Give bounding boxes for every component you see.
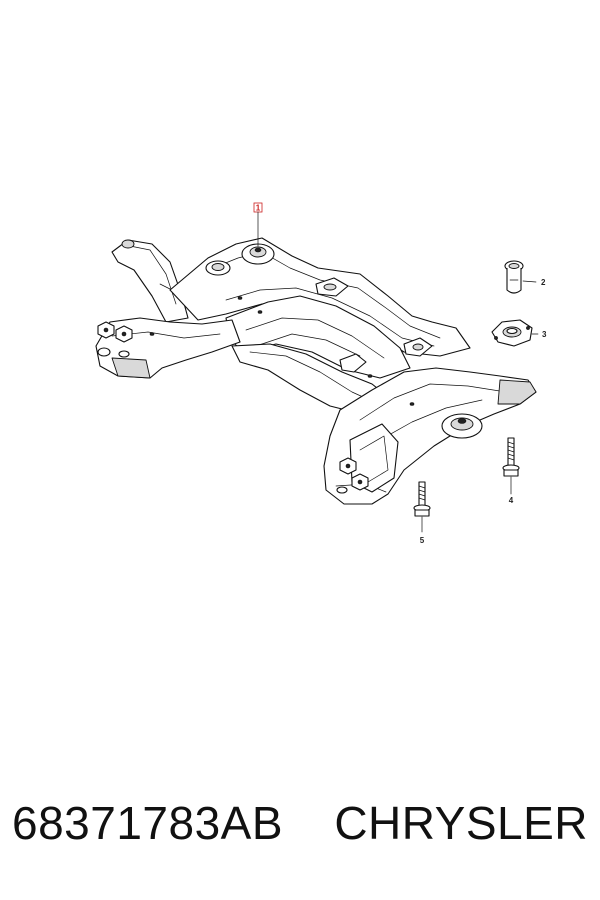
callout-1-label: 1 bbox=[256, 204, 261, 213]
right-mount-nuts bbox=[336, 457, 369, 494]
footer: 68371783AB CHRYSLER bbox=[0, 796, 600, 866]
part-3-plate bbox=[491, 319, 539, 347]
left-mount-nuts bbox=[97, 321, 133, 358]
front-crossmember bbox=[95, 237, 537, 505]
part-2-bushing bbox=[504, 260, 537, 294]
callout-4-label: 4 bbox=[509, 496, 514, 505]
callout-3-label: 3 bbox=[542, 330, 547, 339]
callout-1: 1 bbox=[253, 202, 263, 247]
callout-2-label: 2 bbox=[541, 278, 546, 287]
part-5-bolt bbox=[413, 481, 431, 533]
part-number: 68371783AB bbox=[12, 797, 284, 849]
brand-name: CHRYSLER bbox=[334, 797, 588, 849]
callout-5-label: 5 bbox=[420, 536, 425, 545]
part-4-bolt bbox=[502, 437, 520, 495]
